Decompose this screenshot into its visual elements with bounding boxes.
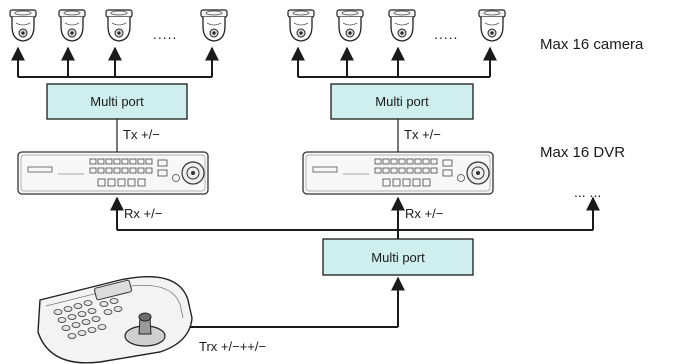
multiport-box-right: Multi port bbox=[330, 83, 474, 120]
dvr-ellipsis: ... ... bbox=[574, 184, 601, 200]
ptz-keyboard-controller-icon bbox=[37, 276, 193, 364]
rx-label-left: Rx +/− bbox=[124, 206, 162, 221]
dvr-recorder-icon bbox=[302, 151, 494, 195]
multiport-label-left: Multi port bbox=[90, 94, 144, 109]
multiport-label-right: Multi port bbox=[375, 94, 429, 109]
trx-line bbox=[185, 276, 405, 328]
dvr-recorder-icon bbox=[17, 151, 209, 195]
camera-ellipsis-left: ..... bbox=[153, 26, 177, 42]
multiport-box-left: Multi port bbox=[46, 83, 188, 120]
camera-ellipsis-right: ..... bbox=[434, 26, 458, 42]
rx-label-right: Rx +/− bbox=[405, 206, 443, 221]
camera-group-right: ..... bbox=[287, 9, 506, 42]
dome-camera-icon bbox=[105, 9, 133, 42]
rx-bus bbox=[110, 196, 600, 239]
dome-camera-icon bbox=[9, 9, 37, 42]
dome-camera-icon bbox=[388, 9, 416, 42]
camera-bus-left bbox=[11, 46, 219, 78]
tx-label-right: Tx +/− bbox=[404, 127, 441, 142]
dome-camera-icon bbox=[287, 9, 315, 42]
tx-label-left: Tx +/− bbox=[123, 127, 160, 142]
dome-camera-icon bbox=[478, 9, 506, 42]
max-camera-label: Max 16 camera bbox=[540, 36, 644, 53]
max-dvr-label: Max 16 DVR bbox=[540, 144, 625, 161]
multiport-label-bottom: Multi port bbox=[371, 250, 425, 265]
multiport-box-bottom: Multi port bbox=[322, 238, 474, 276]
camera-bus-right bbox=[291, 46, 497, 78]
dome-camera-icon bbox=[200, 9, 228, 42]
trx-label: Trx +/−++/− bbox=[199, 339, 266, 354]
dome-camera-icon bbox=[58, 9, 86, 42]
dome-camera-icon bbox=[336, 9, 364, 42]
camera-group-left: ..... bbox=[9, 9, 228, 42]
